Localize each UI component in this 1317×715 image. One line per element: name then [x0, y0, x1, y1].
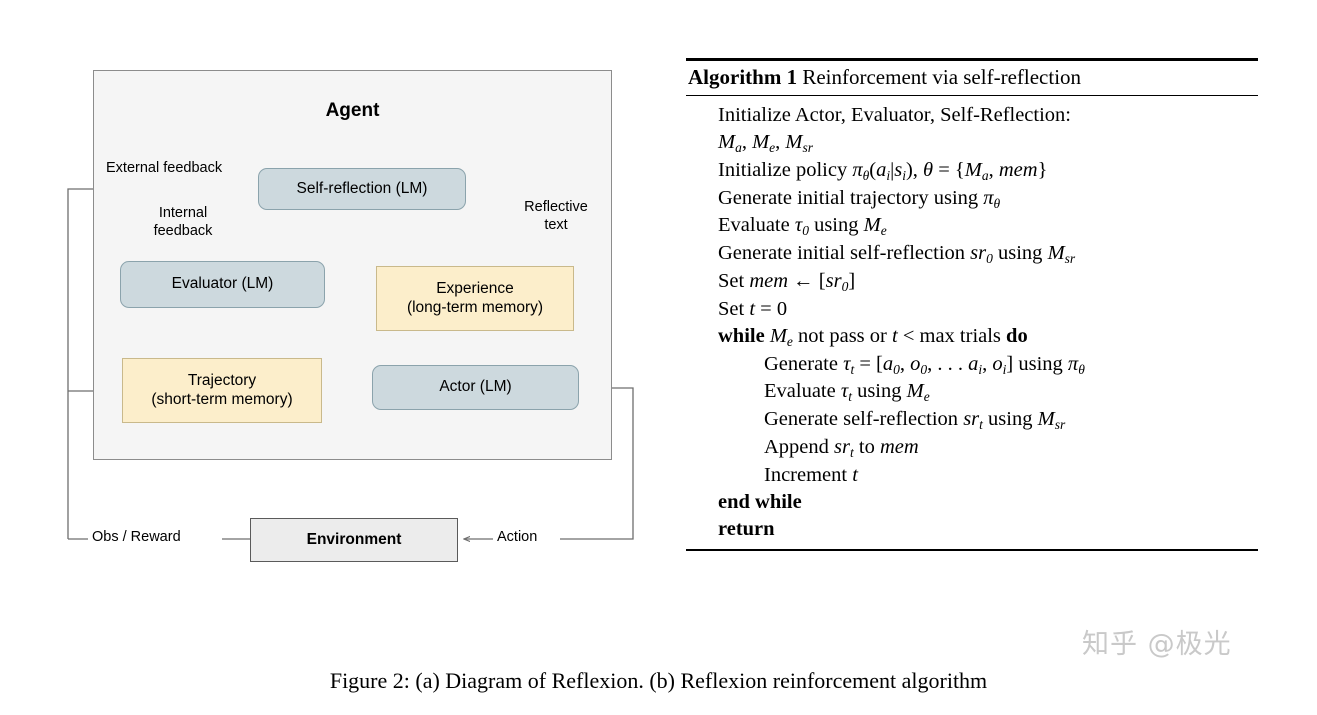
algorithm-line: Ma, Me, Msr: [718, 131, 814, 155]
algorithm-line: Generate initial self-reflection sr0 usi…: [718, 242, 1076, 266]
algorithm-line: Set mem ← [sr0]: [718, 269, 856, 294]
trajectory-subtitle: (short-term memory): [151, 390, 293, 408]
algorithm-title: Reinforcement via self-reflection: [802, 64, 1082, 89]
algorithm-line: Increment t: [764, 463, 858, 486]
node-environment[interactable]: Environment: [250, 518, 458, 562]
edge-label-reflective-text: Reflective text: [524, 199, 588, 233]
algorithm-bottom-rule: [686, 549, 1258, 551]
edge-label-action: Action: [497, 529, 538, 545]
algorithm-block: Algorithm 1 Reinforcement via self-refle…: [686, 58, 1258, 551]
algorithm-line: Evaluate τ0 using Me: [718, 214, 887, 239]
algorithm-line: end while: [718, 490, 802, 513]
algorithm-line: Evaluate τt using Me: [764, 380, 930, 405]
algorithm-line: Initialize Actor, Evaluator, Self-Reflec…: [718, 103, 1071, 126]
algorithm-line: Set t = 0: [718, 297, 788, 320]
algorithm-line: Generate τt = [a0, o0, . . . ai, oi] usi…: [764, 352, 1085, 377]
reflexion-diagram: Agent Self-reflection (LM) Evaluator (LM…: [0, 0, 676, 660]
edge-label-internal-feedback: Internal feedback: [153, 205, 213, 239]
node-experience[interactable]: Experience (long-term memory): [376, 266, 574, 331]
algorithm-line: return: [718, 518, 775, 541]
figure-caption: Figure 2: (a) Diagram of Reflexion. (b) …: [329, 668, 988, 693]
watermark: 知乎 @极光: [1082, 629, 1232, 660]
algorithm-line: Generate initial trajectory using πθ: [718, 186, 1001, 211]
node-self-reflection[interactable]: Self-reflection (LM): [258, 168, 466, 210]
agent-title: Agent: [325, 100, 380, 121]
trajectory-title: Trajectory: [187, 372, 257, 390]
algorithm-top-rule: [686, 58, 1258, 61]
algorithm-header-rule: [686, 94, 1258, 96]
experience-subtitle: (long-term memory): [406, 298, 544, 316]
algorithm-steps: Initialize Actor, Evaluator, Self-Reflec…: [686, 96, 1258, 550]
algorithm-line: Generate self-reflection srt using Msr: [764, 408, 1066, 432]
edge-label-obs-reward: Obs / Reward: [92, 529, 181, 545]
algorithm-header: Algorithm 1 Reinforcement via self-refle…: [686, 61, 1258, 95]
node-evaluator[interactable]: Evaluator (LM): [120, 261, 325, 308]
experience-title: Experience: [436, 280, 514, 298]
algorithm-line: Initialize policy πθ(ai|si), θ = {Ma, me…: [718, 158, 1048, 183]
node-actor[interactable]: Actor (LM): [372, 365, 579, 410]
algorithm-label: Algorithm 1: [688, 64, 798, 89]
node-trajectory[interactable]: Trajectory (short-term memory): [122, 358, 322, 423]
algorithm-line: Append srt to mem: [764, 435, 919, 460]
algorithm-line: while Me not pass or t < max trials do: [718, 324, 1028, 349]
edge-label-external-feedback: External feedback: [106, 160, 223, 176]
